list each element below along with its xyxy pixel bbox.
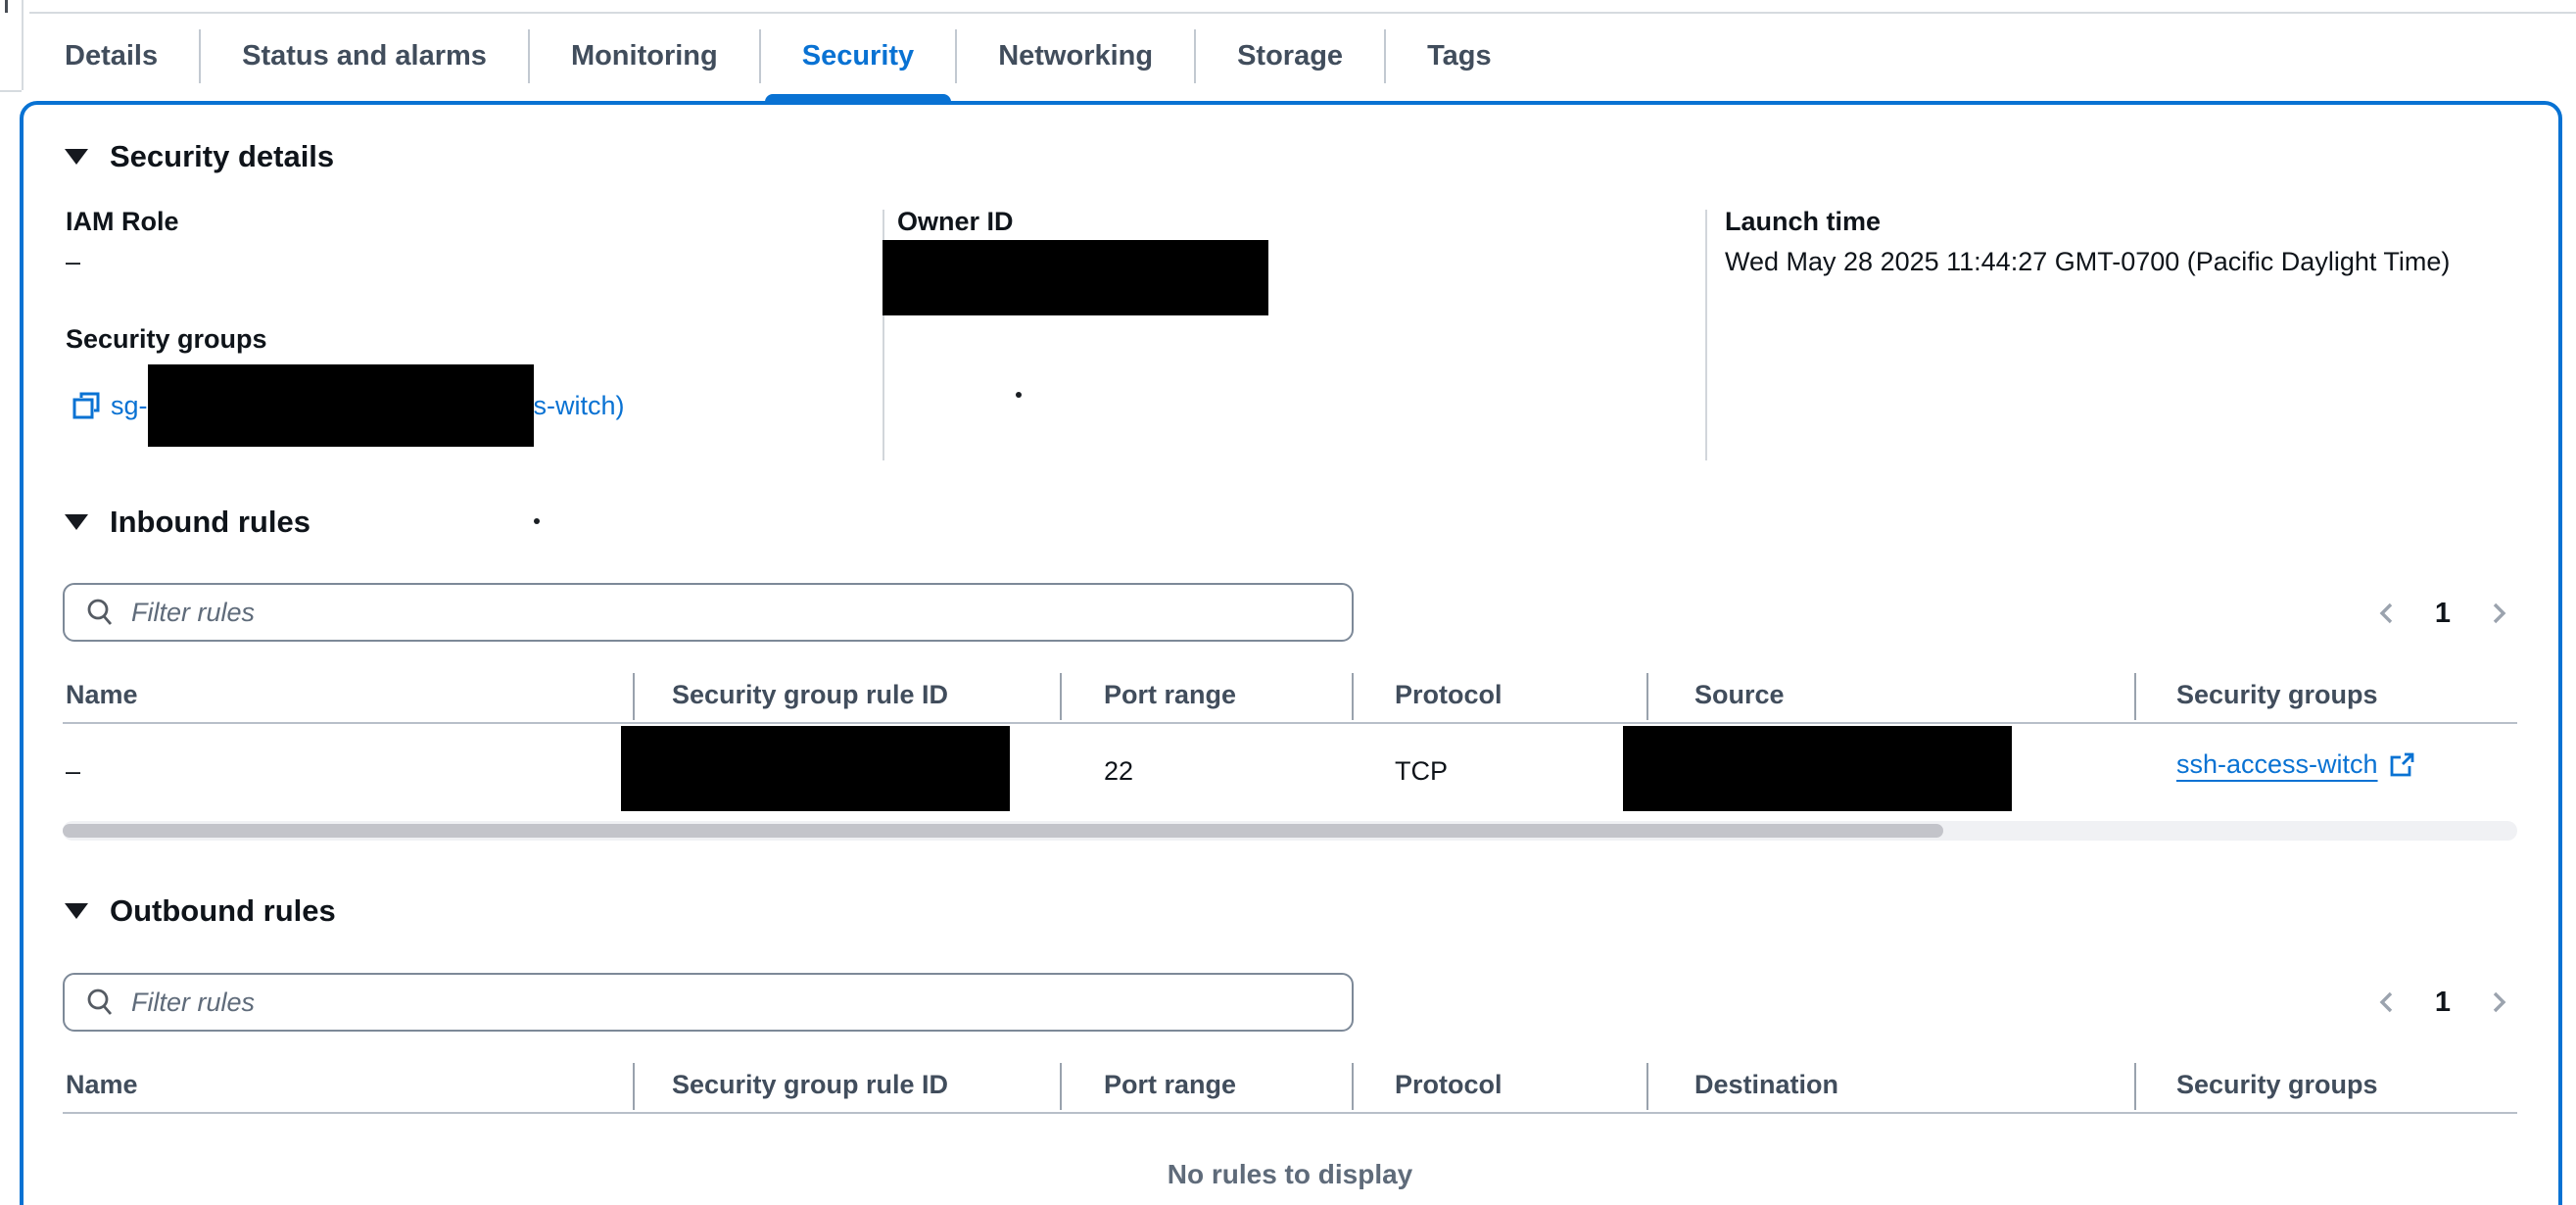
search-icon: [87, 988, 113, 1015]
top-divider-line: [29, 12, 2576, 14]
outbound-col-sg-rule-id: Security group rule ID: [672, 1070, 949, 1099]
inbound-col-source: Source: [1694, 680, 1785, 709]
stray-dot: [534, 518, 540, 524]
horizontal-scrollbar-thumb[interactable]: [63, 824, 1943, 838]
inbound-col-security-groups: Security groups: [2176, 680, 2378, 709]
column-bar: [2134, 1063, 2136, 1110]
triangle-down-icon: [65, 514, 88, 530]
copy-icon[interactable]: [71, 390, 102, 421]
inbound-col-port-range: Port range: [1104, 680, 1237, 709]
triangle-down-icon: [65, 903, 88, 919]
chevron-right-icon[interactable]: [2480, 984, 2517, 1021]
column-bar: [1646, 673, 1648, 720]
search-icon: [87, 599, 113, 625]
tab-strip: Details Status and alarms Monitoring Sec…: [24, 18, 1533, 105]
row-name: –: [66, 756, 81, 786]
page-number[interactable]: 1: [2434, 986, 2452, 1018]
inbound-filter-input[interactable]: [129, 584, 1352, 641]
column-bar: [1352, 673, 1354, 720]
tab-monitoring[interactable]: Monitoring: [570, 40, 718, 72]
tab-tags[interactable]: Tags: [1427, 40, 1492, 72]
column-bar: [633, 673, 635, 720]
outbound-col-name: Name: [66, 1070, 138, 1099]
iam-role-label: IAM Role: [66, 207, 179, 236]
tab-details[interactable]: Details: [65, 40, 159, 72]
column-bar: [633, 1063, 635, 1110]
inbound-filter: [63, 583, 1354, 642]
row-sg-rule-id-redaction-box: [621, 726, 1010, 811]
column-bar: [1060, 673, 1062, 720]
inbound-col-name: Name: [66, 680, 138, 709]
inbound-col-sg-rule-id: Security group rule ID: [672, 680, 949, 709]
inbound-rules-header[interactable]: Inbound rules: [65, 505, 310, 540]
tab-security[interactable]: Security: [761, 18, 955, 105]
table-header-border: [63, 722, 2517, 724]
left-edge-line: [22, 0, 24, 90]
outbound-col-security-groups: Security groups: [2176, 1070, 2378, 1099]
triangle-down-icon: [65, 149, 88, 165]
security-group-link-prefix[interactable]: sg-: [111, 390, 148, 420]
launch-time-label: Launch time: [1725, 207, 1882, 236]
row-port-range: 22: [1104, 756, 1134, 786]
launch-time-value: Wed May 28 2025 11:44:27 GMT-0700 (Pacif…: [1725, 247, 2451, 276]
outbound-filter: [63, 973, 1354, 1032]
security-group-redaction-box: [147, 364, 534, 447]
window-edge-tick: [5, 0, 8, 13]
security-details-header[interactable]: Security details: [65, 139, 334, 174]
security-group-link-suffix[interactable]: s-witch): [533, 390, 625, 420]
tab-status-and-alarms[interactable]: Status and alarms: [242, 40, 487, 72]
column-bar: [1352, 1063, 1354, 1110]
column-bar: [2134, 673, 2136, 720]
tab-separator: [527, 28, 530, 83]
column-divider: [1705, 210, 1707, 460]
page-number[interactable]: 1: [2434, 597, 2452, 629]
tab-separator: [758, 28, 761, 83]
tab-storage[interactable]: Storage: [1237, 40, 1344, 72]
outbound-pagination: 1: [2368, 977, 2517, 1028]
tab-networking[interactable]: Networking: [998, 40, 1154, 72]
tabstrip-border-stub: [0, 90, 22, 92]
chevron-left-icon[interactable]: [2368, 595, 2406, 632]
chevron-left-icon[interactable]: [2368, 984, 2406, 1021]
owner-id-redaction-box: [883, 240, 1268, 315]
row-source-redaction-box: [1623, 726, 2012, 811]
security-group-link-text: ssh-access-witch: [2176, 749, 2378, 779]
section-title: Outbound rules: [110, 893, 336, 928]
security-group-link-row: sg- s-witch): [71, 364, 625, 447]
column-bar: [1646, 1063, 1648, 1110]
row-protocol: TCP: [1395, 756, 1448, 786]
table-header-border: [63, 1112, 2517, 1114]
chevron-right-icon[interactable]: [2480, 595, 2517, 632]
section-title: Security details: [110, 139, 335, 173]
outbound-rules-header[interactable]: Outbound rules: [65, 893, 336, 929]
security-groups-label: Security groups: [66, 324, 267, 354]
owner-id-label: Owner ID: [897, 207, 1014, 236]
stray-dot: [1016, 392, 1022, 398]
section-title: Inbound rules: [110, 505, 310, 539]
column-bar: [1060, 1063, 1062, 1110]
inbound-pagination: 1: [2368, 588, 2517, 639]
outbound-filter-input[interactable]: [129, 974, 1352, 1031]
tab-separator: [1384, 28, 1387, 83]
outbound-col-destination: Destination: [1694, 1070, 1839, 1099]
iam-role-value: –: [66, 247, 81, 276]
outbound-col-protocol: Protocol: [1395, 1070, 1503, 1099]
column-divider: [883, 210, 884, 460]
inbound-col-protocol: Protocol: [1395, 680, 1503, 709]
external-link-icon: [2390, 752, 2413, 776]
tab-separator: [955, 28, 958, 83]
empty-table-message: No rules to display: [1167, 1159, 1413, 1189]
outbound-col-port-range: Port range: [1104, 1070, 1237, 1099]
tab-separator: [199, 28, 202, 83]
row-security-group-link[interactable]: ssh-access-witch: [2176, 749, 2415, 780]
tab-separator: [1194, 28, 1197, 83]
